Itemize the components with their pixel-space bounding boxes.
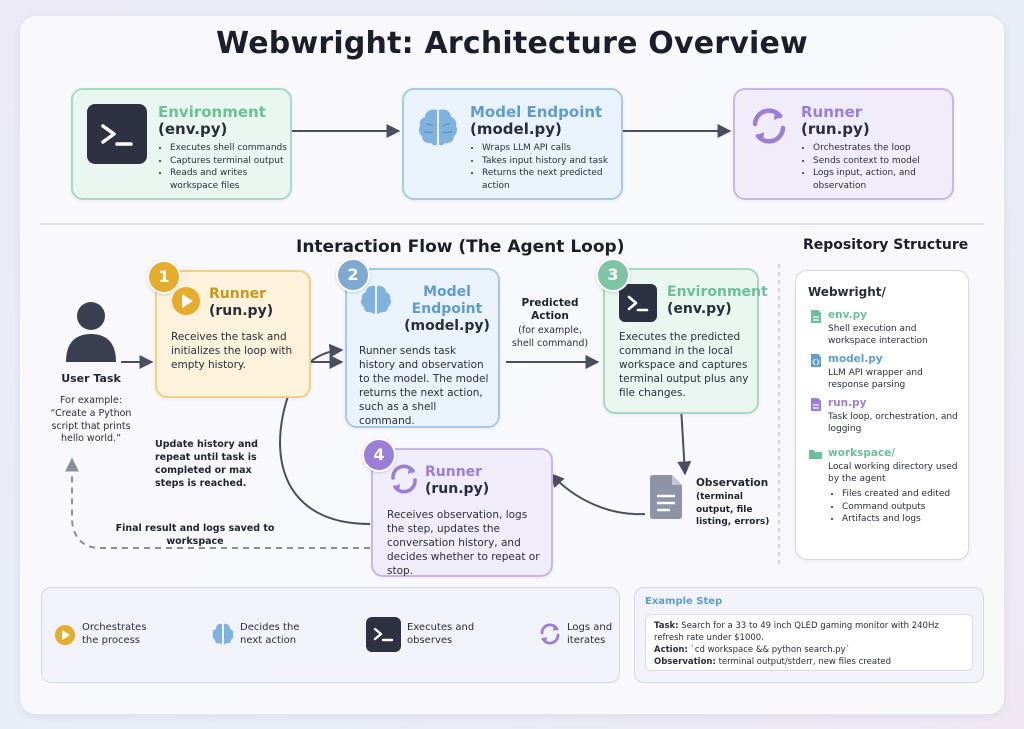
step-3-number: 3 bbox=[596, 258, 630, 292]
environment-bullets: Executes shell commands Captures termina… bbox=[158, 142, 295, 192]
step-4-file: (run.py) bbox=[425, 481, 489, 498]
step-4-number: 4 bbox=[362, 438, 396, 472]
repo-item-workspace-desc: Local working directory used by the agen… bbox=[828, 461, 963, 485]
user-task-example-intro: For example: bbox=[40, 395, 142, 408]
example-observation-row: Observation: terminal output/stderr, new… bbox=[654, 656, 964, 668]
component-model-endpoint: Model Endpoint (model.py) Wraps LLM API … bbox=[402, 88, 623, 200]
terminal-icon bbox=[87, 104, 147, 164]
step-3-desc: Executes the predicted command in the lo… bbox=[619, 330, 751, 400]
step-4-desc: Receives observation, logs the step, upd… bbox=[387, 508, 543, 578]
runner-name: Runner bbox=[801, 104, 870, 121]
example-step-panel: Example Step Task: Search for a 33 to 49… bbox=[634, 587, 984, 683]
brain-icon bbox=[416, 104, 460, 148]
repo-item-env: env.py bbox=[828, 309, 867, 321]
runner-bullets: Orchestrates the loop Sends context to m… bbox=[801, 142, 953, 192]
user-icon bbox=[64, 300, 118, 362]
step-3-file: (env.py) bbox=[667, 301, 768, 318]
user-task-label: User Task bbox=[40, 372, 142, 385]
flow-title: Interaction Flow (The Agent Loop) bbox=[296, 237, 624, 257]
refresh-icon bbox=[538, 622, 562, 646]
step-2-file: (model.py) bbox=[399, 318, 495, 335]
repo-root: Webwright/ bbox=[808, 285, 886, 299]
repo-item-run: run.py bbox=[828, 397, 866, 409]
arrow-step3-to-observation bbox=[681, 407, 685, 474]
file-icon bbox=[810, 397, 822, 412]
legend-label-decides: Decides the next action bbox=[240, 622, 312, 647]
terminal-icon bbox=[619, 284, 657, 322]
step-1-name: Runner bbox=[209, 286, 273, 303]
predicted-action-title: Predicted Action bbox=[510, 297, 590, 323]
model-file: (model.py) bbox=[470, 121, 602, 138]
component-environment: Environment (env.py) Executes shell comm… bbox=[71, 88, 292, 200]
runner-file: (run.py) bbox=[801, 121, 870, 138]
play-icon bbox=[171, 286, 201, 316]
legend-label-orchestrates: Orchestrates the process bbox=[82, 622, 157, 647]
step-1-runner: Runner (run.py) Receives the task and in… bbox=[155, 270, 311, 398]
example-task: Search for a 33 to 49 inch QLED gaming m… bbox=[654, 621, 939, 643]
repo-item-env-desc: Shell execution and workspace interactio… bbox=[828, 323, 963, 347]
step-4-runner: Runner (run.py) Receives observation, lo… bbox=[371, 448, 553, 577]
step-2-desc: Runner sends task history and observatio… bbox=[359, 344, 493, 428]
step-3-environment: Environment (env.py) Executes the predic… bbox=[603, 268, 759, 414]
predicted-action-note: (for example, shell command) bbox=[508, 325, 592, 350]
repo-title: Repository Structure bbox=[803, 237, 968, 253]
step-1-file: (run.py) bbox=[209, 303, 273, 320]
refresh-icon bbox=[747, 104, 791, 148]
user-task-example: “Create a Python script that prints hell… bbox=[44, 408, 138, 446]
terminal-icon bbox=[366, 617, 401, 652]
play-icon bbox=[54, 624, 76, 646]
workspace-sub-items: Files created and edited Command outputs… bbox=[830, 488, 972, 526]
environment-file: (env.py) bbox=[158, 121, 266, 138]
repo-item-workspace: workspace/ bbox=[828, 447, 895, 459]
example-task-row: Task: Search for a 33 to 49 inch QLED ga… bbox=[654, 620, 964, 644]
final-result-note: Final result and logs saved to workspace bbox=[110, 522, 280, 548]
legend-label-executes: Executes and observes bbox=[407, 622, 483, 647]
example-observation: terminal output/stderr, new files create… bbox=[719, 657, 891, 667]
environment-name: Environment bbox=[158, 104, 266, 121]
arrow-observation-to-step4 bbox=[551, 474, 645, 514]
folder-icon bbox=[808, 448, 823, 460]
example-step-content: Task: Search for a 33 to 49 inch QLED ga… bbox=[645, 614, 973, 671]
example-action: `cd workspace && python search.py` bbox=[691, 645, 850, 655]
model-name: Model Endpoint bbox=[470, 104, 602, 121]
document-icon bbox=[648, 474, 684, 520]
code-file-icon bbox=[810, 353, 822, 368]
observation-note: (terminal output, file listing, errors) bbox=[696, 491, 778, 529]
step-4-name: Runner bbox=[425, 464, 489, 481]
step-1-desc: Receives the task and initializes the lo… bbox=[171, 330, 299, 372]
step-1-number: 1 bbox=[147, 260, 181, 294]
repo-item-run-desc: Task loop, orchestration, and logging bbox=[828, 411, 963, 435]
update-history-note: Update history and repeat until task is … bbox=[155, 438, 280, 490]
step-2-number: 2 bbox=[336, 258, 370, 292]
repo-structure-panel: Webwright/ env.py Shell execution and wo… bbox=[795, 270, 969, 560]
refresh-icon bbox=[387, 462, 421, 496]
repo-item-model: model.py bbox=[828, 353, 883, 365]
example-step-title: Example Step bbox=[645, 596, 722, 607]
observation-title: Observation bbox=[696, 477, 768, 489]
example-action-row: Action: `cd workspace && python search.p… bbox=[654, 644, 964, 656]
repo-item-model-desc: LLM API wrapper and response parsing bbox=[828, 367, 963, 391]
model-bullets: Wraps LLM API calls Takes input history … bbox=[470, 142, 622, 192]
brain-icon bbox=[211, 622, 235, 646]
legend-label-logs: Logs and iterates bbox=[567, 622, 615, 647]
file-icon bbox=[810, 309, 822, 324]
step-2-name: Model Endpoint bbox=[399, 284, 495, 318]
component-runner: Runner (run.py) Orchestrates the loop Se… bbox=[733, 88, 954, 200]
step-2-model-endpoint: Model Endpoint (model.py) Runner sends t… bbox=[345, 268, 500, 428]
step-3-name: Environment bbox=[667, 284, 768, 301]
